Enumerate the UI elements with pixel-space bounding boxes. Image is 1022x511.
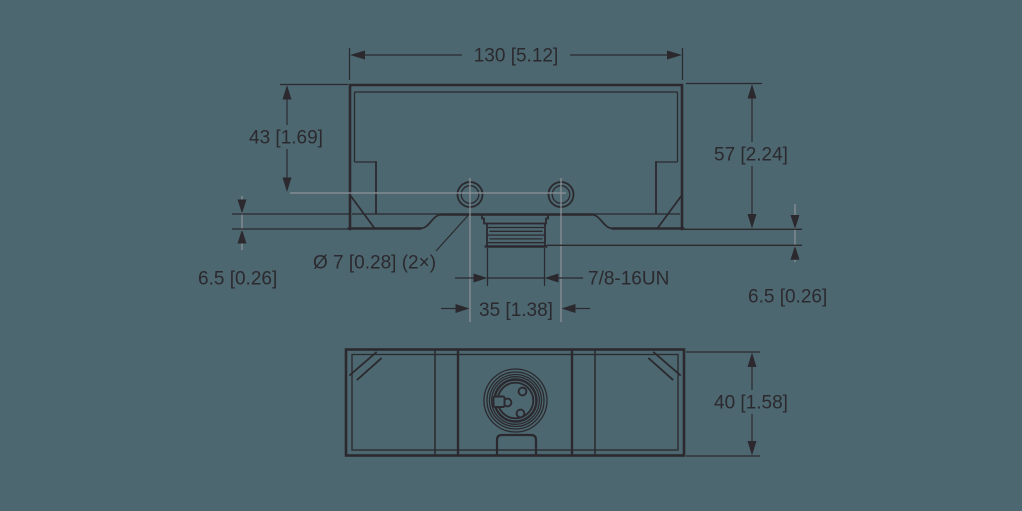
dim-thread-spec: 7/8-16UN	[455, 248, 669, 290]
mounting-bracket	[347, 213, 685, 230]
front-bracket-notches	[350, 92, 682, 229]
bend-line-right	[656, 195, 682, 229]
dim-front-width: 130 [5.12]	[348, 46, 684, 80]
connector-pins	[502, 386, 528, 419]
dim-height-to-holes: 43 [1.69]	[249, 83, 348, 192]
connector-keyway	[492, 395, 506, 408]
threaded-connector	[481, 213, 549, 248]
dim-hole-diameter: Ø 7 [0.28] (2×)	[313, 215, 469, 274]
dim-hole-spacing-label: 35 [1.38]	[479, 300, 553, 321]
bend-line-left	[350, 195, 376, 229]
front-view	[241, 83, 796, 322]
bottom-body-inner-edge	[351, 353, 679, 451]
dim-hole-spacing: 35 [1.38]	[441, 300, 590, 321]
dim-bottom-depth-label: 40 [1.58]	[714, 393, 788, 414]
dim-height-to-holes-label: 43 [1.69]	[249, 128, 323, 149]
dim-overall-height: 57 [2.24]	[686, 82, 788, 229]
dim-left-offset: 6.5 [0.26]	[198, 199, 350, 290]
dim-right-offset: 6.5 [0.26]	[547, 215, 827, 308]
bottom-view	[344, 348, 686, 457]
bottom-body-outline	[344, 348, 686, 457]
thread-lines	[488, 226, 544, 244]
connector-tab	[495, 433, 538, 455]
bottom-section-lines	[434, 350, 596, 455]
hole-diameter-leader	[435, 215, 469, 252]
connector-face	[483, 368, 548, 433]
front-body-outline	[348, 83, 684, 231]
dim-hole-diameter-label: Ø 7 [0.28] (2×)	[313, 253, 436, 274]
dim-front-width-label: 130 [5.12]	[474, 46, 559, 67]
dim-thread-spec-label: 7/8-16UN	[588, 269, 669, 290]
bottom-corner-chamfers	[348, 351, 682, 381]
dim-right-offset-label: 6.5 [0.26]	[748, 287, 827, 308]
dim-bottom-depth: 40 [1.58]	[686, 351, 788, 457]
dim-overall-height-label: 57 [2.24]	[714, 145, 788, 166]
dim-left-offset-label: 6.5 [0.26]	[198, 269, 277, 290]
